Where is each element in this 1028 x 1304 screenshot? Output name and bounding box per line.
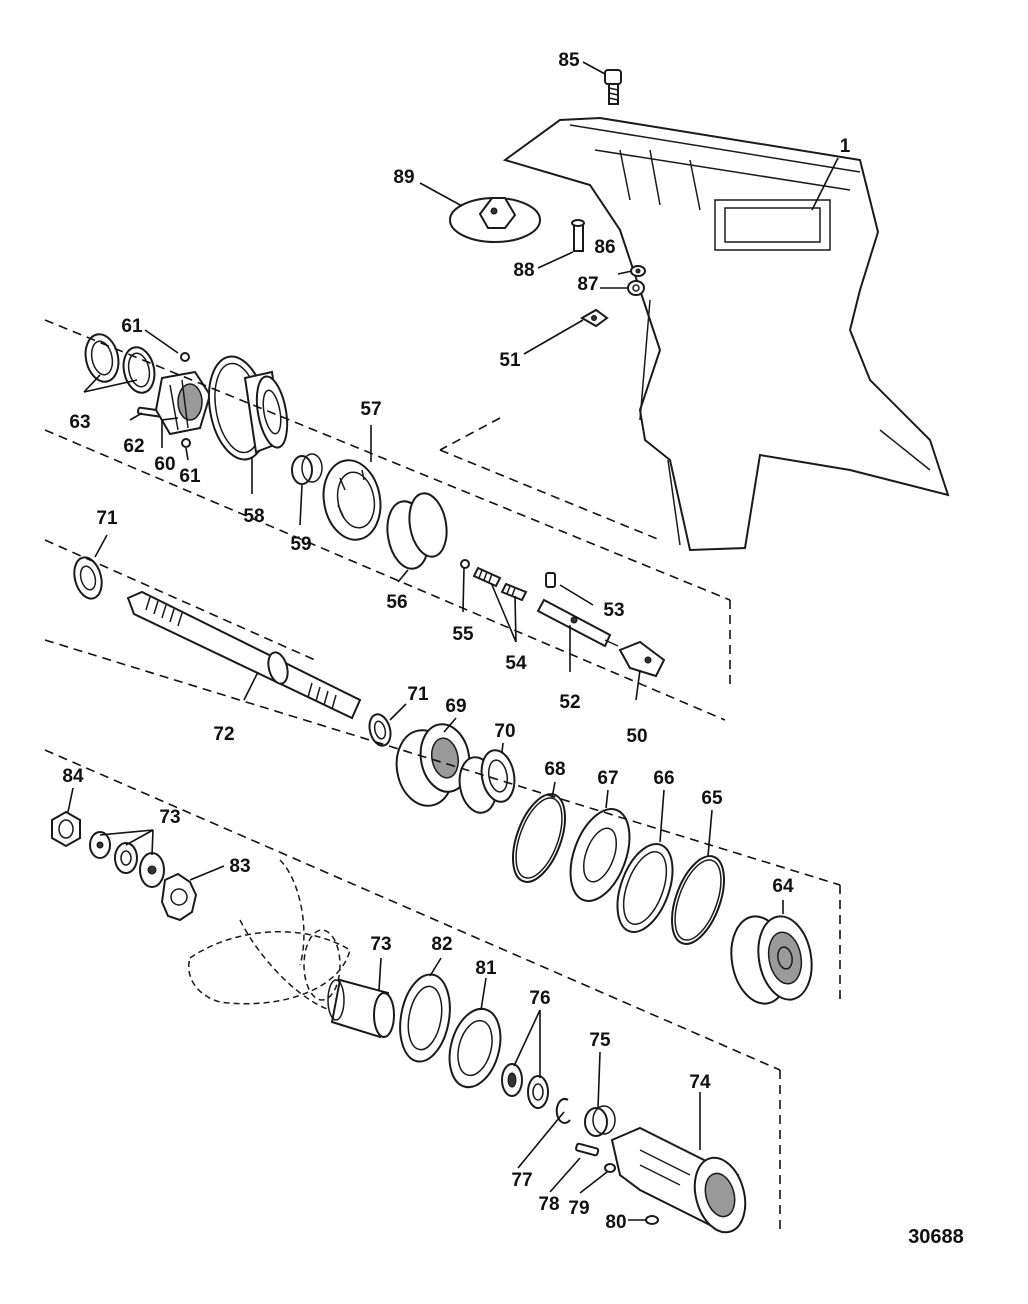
bearing-75 <box>584 1105 616 1137</box>
forward-gear-58 <box>207 355 289 461</box>
shift-cam-50 <box>618 640 666 678</box>
tab-washer-71-middle <box>368 713 392 747</box>
part-label-71-middle: 71 <box>407 684 429 705</box>
figure-number: 30688 <box>908 1226 964 1248</box>
part-label-62: 62 <box>123 436 144 457</box>
part-label-68: 68 <box>544 759 565 780</box>
part-label-89: 89 <box>393 167 414 188</box>
gear-82 <box>399 973 451 1063</box>
retainer-81 <box>448 1007 502 1089</box>
part-label-64: 64 <box>772 876 794 897</box>
screw-78 <box>575 1142 600 1157</box>
anode-plate-89 <box>449 197 541 243</box>
pin-53 <box>545 572 556 588</box>
part-label-81: 81 <box>475 958 497 979</box>
sleeve-73 <box>327 978 395 1039</box>
propeller <box>188 859 351 1011</box>
bearing-57 <box>322 459 382 541</box>
shim-63 <box>122 346 156 394</box>
gear-housing <box>502 116 950 552</box>
part-label-83: 83 <box>229 856 250 877</box>
bearing-carrier-69 <box>395 723 471 807</box>
part-label-87: 87 <box>577 274 598 295</box>
assembly-lines <box>44 319 841 1230</box>
reverse-gear-64 <box>730 915 813 1005</box>
propeller-shaft-72 <box>126 590 362 720</box>
part-label-53: 53 <box>603 600 624 621</box>
part-label-52: 52 <box>559 692 580 713</box>
part-label-66: 66 <box>653 768 674 789</box>
part-label-85: 85 <box>558 50 580 71</box>
washer-73c <box>139 852 165 888</box>
part-label-63: 63 <box>69 412 90 433</box>
part-label-69: 69 <box>445 696 466 717</box>
part-label-88: 88 <box>513 260 534 281</box>
bearing-59 <box>291 453 323 485</box>
part-label-72: 72 <box>213 724 234 745</box>
part-label-80: 80 <box>605 1212 626 1233</box>
bearing-76b <box>527 1075 549 1109</box>
part-label-70: 70 <box>494 721 515 742</box>
part-label-61-top: 61 <box>121 316 143 337</box>
part-label-86: 86 <box>594 237 615 258</box>
nut-84 <box>51 810 81 848</box>
part-label-1: 1 <box>840 136 851 157</box>
part-labels: 85 1 89 86 88 87 51 61 63 62 60 61 58 57… <box>62 50 850 1233</box>
clip-51 <box>579 308 609 328</box>
nut-87 <box>627 280 645 296</box>
washer-73b <box>114 842 138 874</box>
part-label-58: 58 <box>243 506 264 527</box>
bearing-carrier-74 <box>610 1126 747 1234</box>
part-label-59: 59 <box>290 534 311 555</box>
screw-88 <box>571 219 585 252</box>
part-label-76: 76 <box>529 988 550 1009</box>
part-label-51: 51 <box>499 350 521 371</box>
ball-61-top <box>180 352 190 362</box>
part-label-57: 57 <box>360 399 381 420</box>
washer-79 <box>604 1163 616 1173</box>
part-label-50: 50 <box>626 726 647 747</box>
part-label-73-lower: 73 <box>370 934 391 955</box>
part-label-77: 77 <box>511 1170 532 1191</box>
part-label-55: 55 <box>452 624 474 645</box>
part-label-73-upper: 73 <box>159 807 180 828</box>
bolt-85 <box>604 69 622 105</box>
part-label-75: 75 <box>589 1030 611 1051</box>
washer-67 <box>569 808 631 902</box>
spring-54a <box>472 566 502 588</box>
tab-washer-83 <box>160 872 198 922</box>
part-label-74: 74 <box>689 1072 711 1093</box>
bearing-76a <box>501 1063 523 1097</box>
clutch-60 <box>154 370 212 436</box>
spring-54b <box>500 582 528 602</box>
washer-86 <box>630 265 646 277</box>
o-ring-65 <box>671 855 725 945</box>
part-label-60: 60 <box>154 454 175 475</box>
ball-61-bottom <box>181 438 191 448</box>
part-label-54: 54 <box>505 653 527 674</box>
bearing-race-63 <box>84 333 120 383</box>
part-label-71-top: 71 <box>96 508 118 529</box>
leader-lines <box>67 61 839 1221</box>
thrust-bearing-66 <box>616 843 674 933</box>
tab-washer-71-top <box>73 556 103 600</box>
part-label-84: 84 <box>62 766 84 787</box>
ball-55 <box>460 559 470 569</box>
cam-follower-52 <box>536 598 619 648</box>
part-label-82: 82 <box>431 934 452 955</box>
part-label-61-bottom: 61 <box>179 466 201 487</box>
part-label-79: 79 <box>568 1198 589 1219</box>
part-label-56: 56 <box>386 592 407 613</box>
washer-73a <box>89 831 111 859</box>
pin-80 <box>645 1215 659 1225</box>
part-label-67: 67 <box>597 768 618 789</box>
bearing-cup-56 <box>386 492 448 570</box>
part-label-65: 65 <box>701 788 723 809</box>
part-label-78: 78 <box>538 1194 559 1215</box>
o-ring-68 <box>512 793 566 883</box>
